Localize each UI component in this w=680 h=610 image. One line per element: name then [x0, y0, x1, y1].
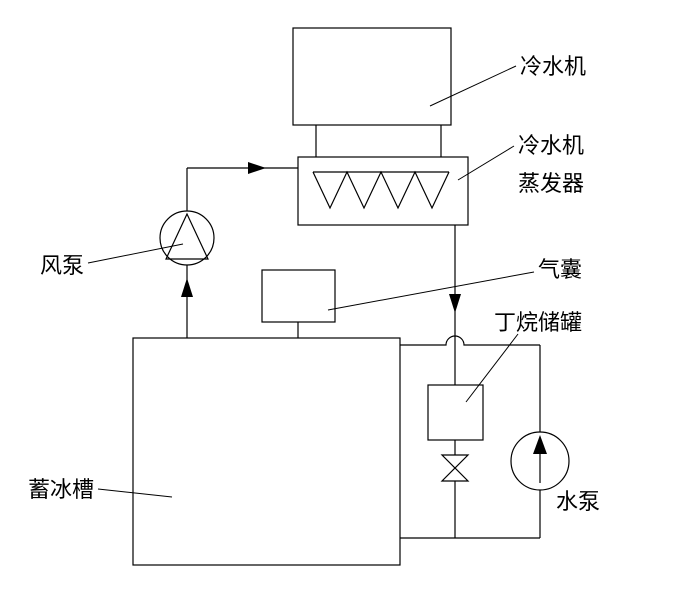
air-bag-leader — [327, 271, 535, 311]
butane-tank-label: 丁烷储罐 — [494, 310, 582, 335]
air-pump-leader — [87, 243, 184, 264]
chiller-leader — [429, 65, 517, 107]
water-pump-label: 水泵 — [556, 489, 600, 514]
evaporator-label-line1: 冷水机 — [518, 133, 584, 158]
ice-tank-leader — [97, 488, 173, 498]
tank-to-airpump-pipe — [181, 265, 193, 338]
inlet-pipe — [186, 162, 298, 211]
air-bag-box — [261, 269, 336, 338]
coil-zigzag — [312, 170, 450, 210]
butane-tank-leader — [465, 333, 519, 403]
pump-arrow-up-icon — [533, 435, 547, 454]
pump-triangle-icon — [165, 212, 209, 260]
evaporator-label-line2: 蒸发器 — [518, 171, 584, 196]
loop-top-with-crossover — [400, 335, 540, 346]
leader-lines — [87, 65, 535, 498]
ice-storage-tank-box — [132, 337, 401, 566]
flow-arrow-up-icon — [181, 278, 193, 297]
air-pump-label: 风泵 — [40, 253, 84, 278]
evaporator-leader — [457, 145, 515, 181]
water-pump-symbol — [510, 431, 570, 491]
ice-storage-tank-label: 蓄冰槽 — [28, 477, 94, 502]
evaporator-box — [297, 156, 469, 226]
chiller-label: 冷水机 — [520, 54, 586, 79]
labels: 冷水机 冷水机 蒸发器 风泵 气囊 丁烷储罐 蓄冰槽 水泵 — [28, 54, 600, 514]
flow-arrow-down-icon — [449, 294, 461, 313]
air-bag-label: 气囊 — [538, 257, 582, 282]
butane-pipe — [449, 225, 461, 538]
air-pump-symbol — [159, 210, 215, 266]
valve-symbol — [440, 454, 470, 482]
flow-arrow-right-icon — [248, 162, 266, 174]
butane-tank-box — [427, 384, 484, 441]
chiller-box — [292, 27, 452, 157]
